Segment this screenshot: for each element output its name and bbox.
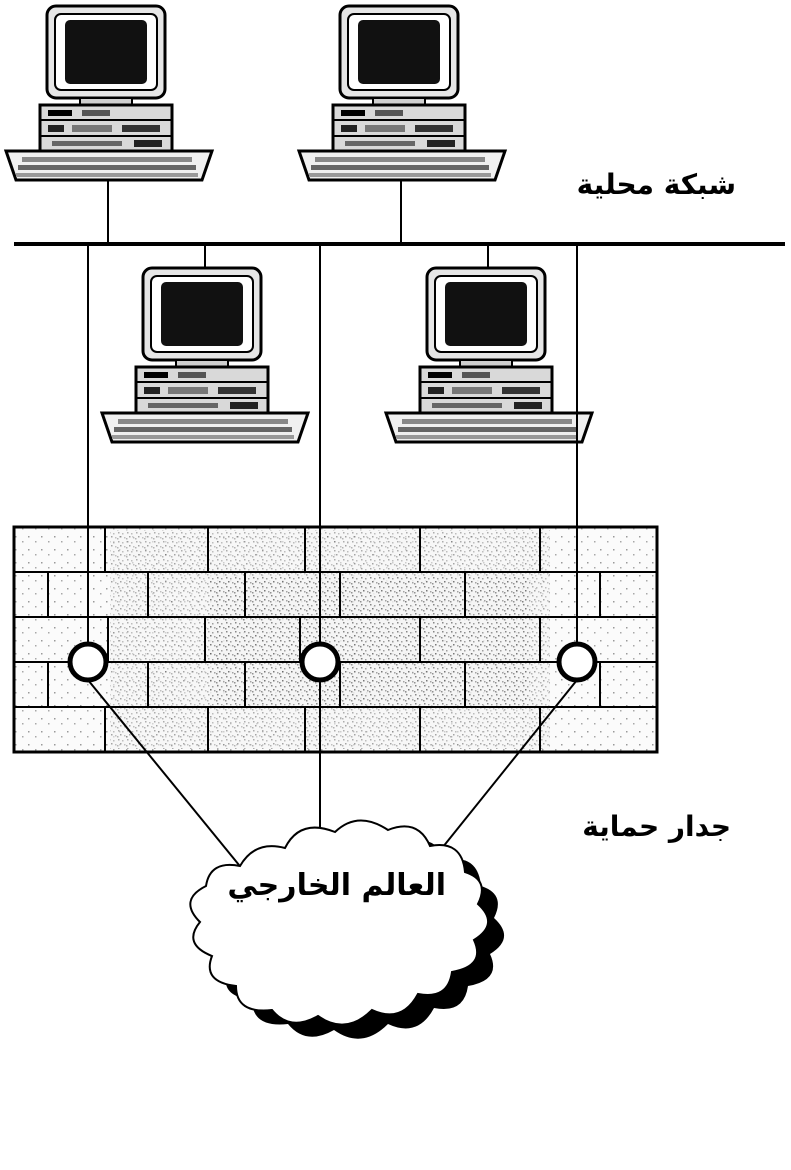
computer-icon <box>384 266 594 444</box>
firewall-port <box>556 641 598 683</box>
external-world-label: العالم الخارجي <box>227 868 446 903</box>
computer-icon <box>4 4 214 182</box>
computer-icon <box>100 266 310 444</box>
firewall-port <box>299 641 341 683</box>
connection-line <box>87 679 249 877</box>
lan-label: شبكة محلية <box>576 168 736 201</box>
computer-icon <box>297 4 507 182</box>
firewall-wall <box>12 525 659 754</box>
firewall-label: جدار حماية <box>582 810 731 843</box>
firewall-port <box>67 641 109 683</box>
cloud-icon <box>189 819 505 1039</box>
